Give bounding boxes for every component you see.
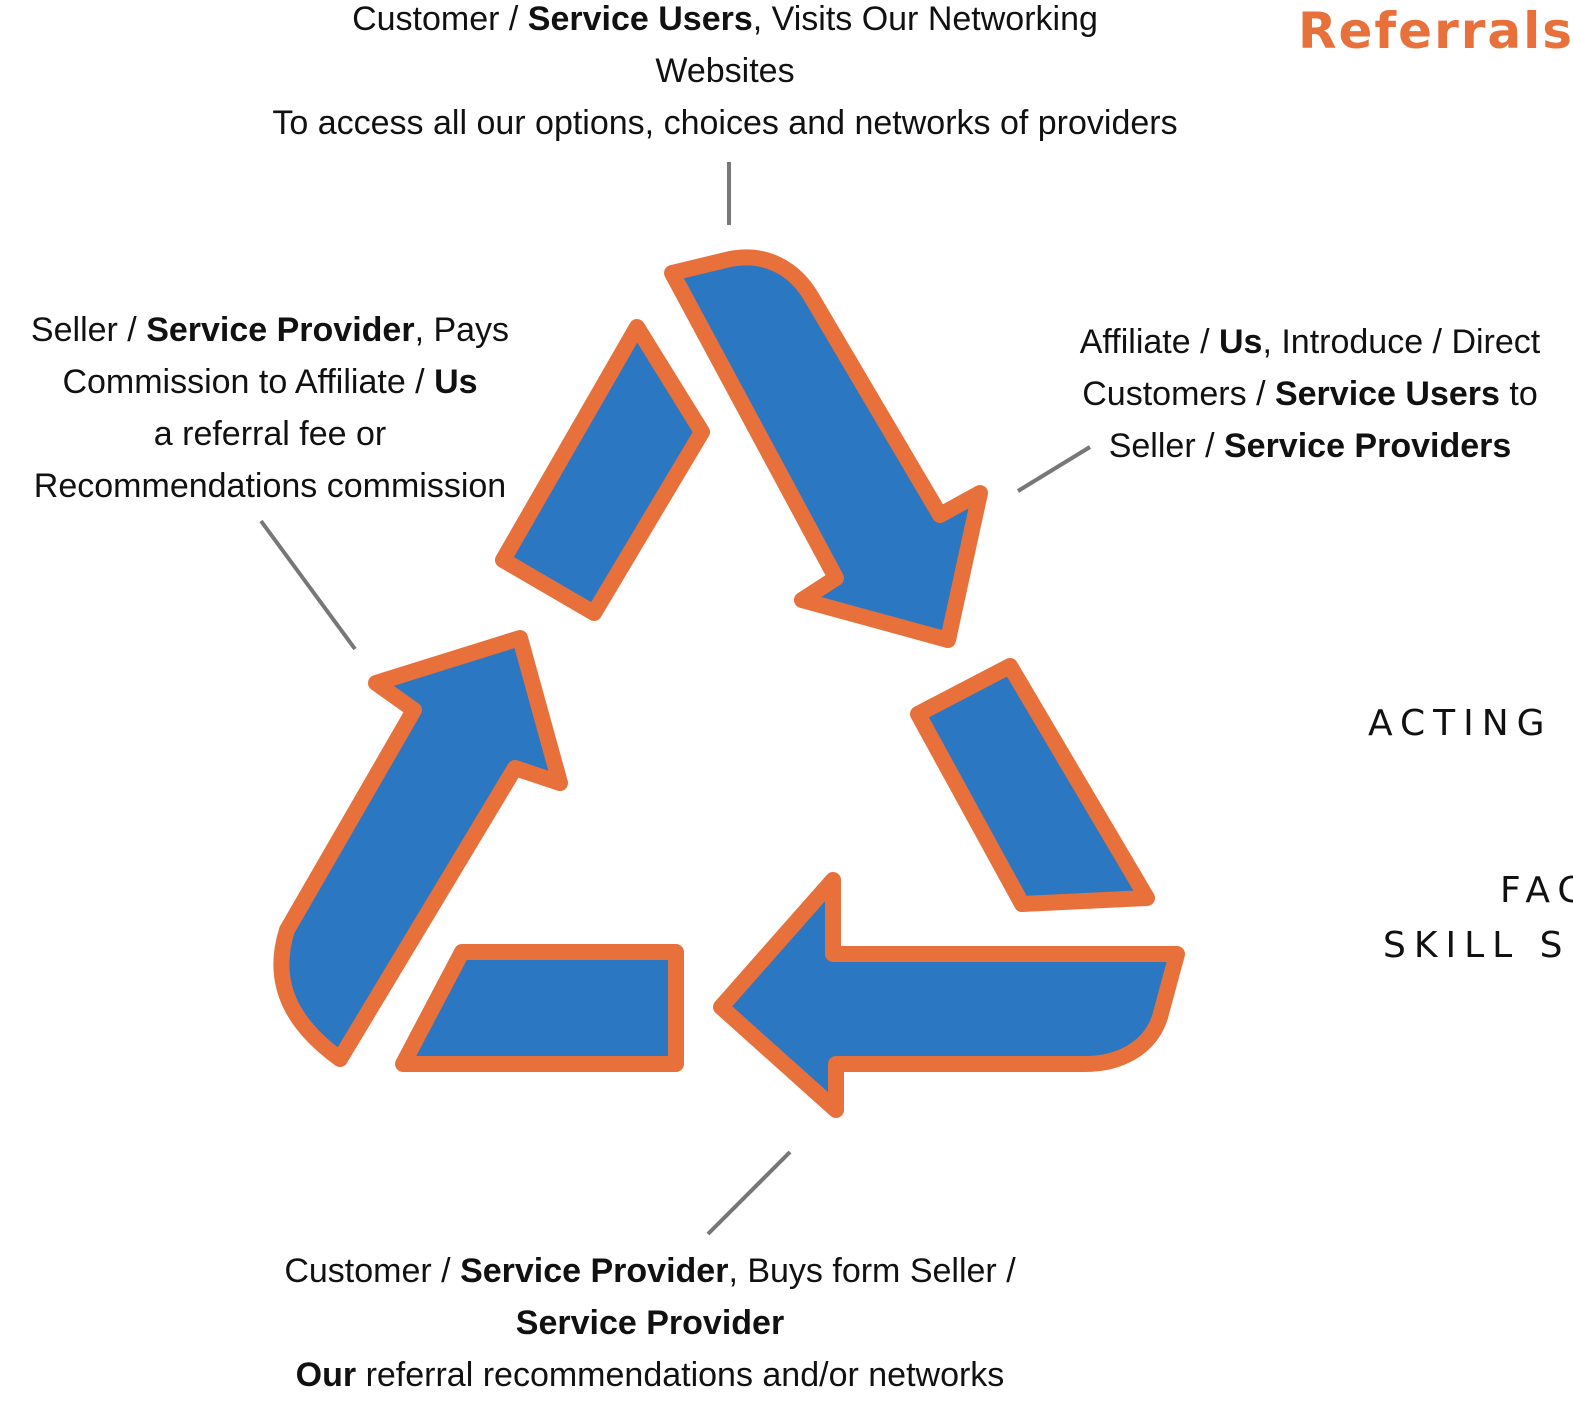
side-text-acting: ACTING (1368, 703, 1553, 744)
label-text: Affiliate / (1079, 323, 1219, 361)
arrow-top-right (664, 249, 988, 648)
label-seller-pays-commission: Seller / Service Provider, Pays Commissi… (0, 304, 540, 512)
page-title: Referrals (1298, 2, 1573, 60)
label-bold-text: Us (1218, 323, 1263, 361)
label-text: , Buys form Seller / (728, 1252, 1016, 1290)
label-bold-text: Service Provider (146, 311, 415, 349)
side-text-skill: SKILL SE (1383, 925, 1573, 966)
label-bold-text: Us (434, 363, 478, 401)
label-bold-text: Service Provider (515, 1304, 785, 1342)
label-text: a referral fee or (153, 415, 387, 453)
segment-right (910, 658, 1155, 912)
label-affiliate-introduces: Affiliate / Us, Introduce / Direct Custo… (1040, 316, 1573, 472)
label-text: , Visits Our Networking (752, 0, 1098, 38)
connector-lines (259, 162, 1092, 1236)
label-text: Websites (655, 52, 795, 90)
label-text: referral recommendations and/or networks (356, 1356, 1005, 1394)
arrow-left (273, 630, 568, 1067)
label-text: Customer / (352, 0, 528, 38)
label-text: Commission to Affiliate / (62, 363, 435, 401)
label-text: Customer / (284, 1252, 461, 1290)
label-bold-text: Service Users (1274, 375, 1500, 413)
segment-upper-left (495, 319, 710, 621)
connector-left (259, 519, 357, 651)
label-bold-text: Service Provider (460, 1252, 729, 1290)
segment-bottom-left (395, 944, 684, 1072)
label-text: , Introduce / Direct (1262, 323, 1541, 361)
label-text: Seller / (1108, 427, 1224, 465)
label-bold-text: Our (295, 1356, 357, 1394)
label-text: To access all our options, choices and n… (272, 104, 1178, 142)
label-bold-text: Service Providers (1223, 427, 1512, 465)
label-bold-text: Service Users (527, 0, 753, 38)
recycle-arrows (273, 249, 1185, 1118)
label-text: to (1499, 375, 1538, 413)
connector-right (1016, 445, 1092, 493)
side-text-fac: FAC (1500, 870, 1573, 911)
connector-bottom (706, 1150, 792, 1236)
label-text: , Pays (414, 311, 510, 349)
arrow-bottom-right (713, 872, 1185, 1118)
label-customer-visits: Customer / Service Users, Visits Our Net… (200, 0, 1250, 149)
label-text: Recommendations commission (33, 467, 507, 505)
label-text: Customers / (1082, 375, 1275, 413)
label-text: Seller / (30, 311, 147, 349)
label-customer-buys: Customer / Service Provider, Buys form S… (200, 1245, 1100, 1401)
